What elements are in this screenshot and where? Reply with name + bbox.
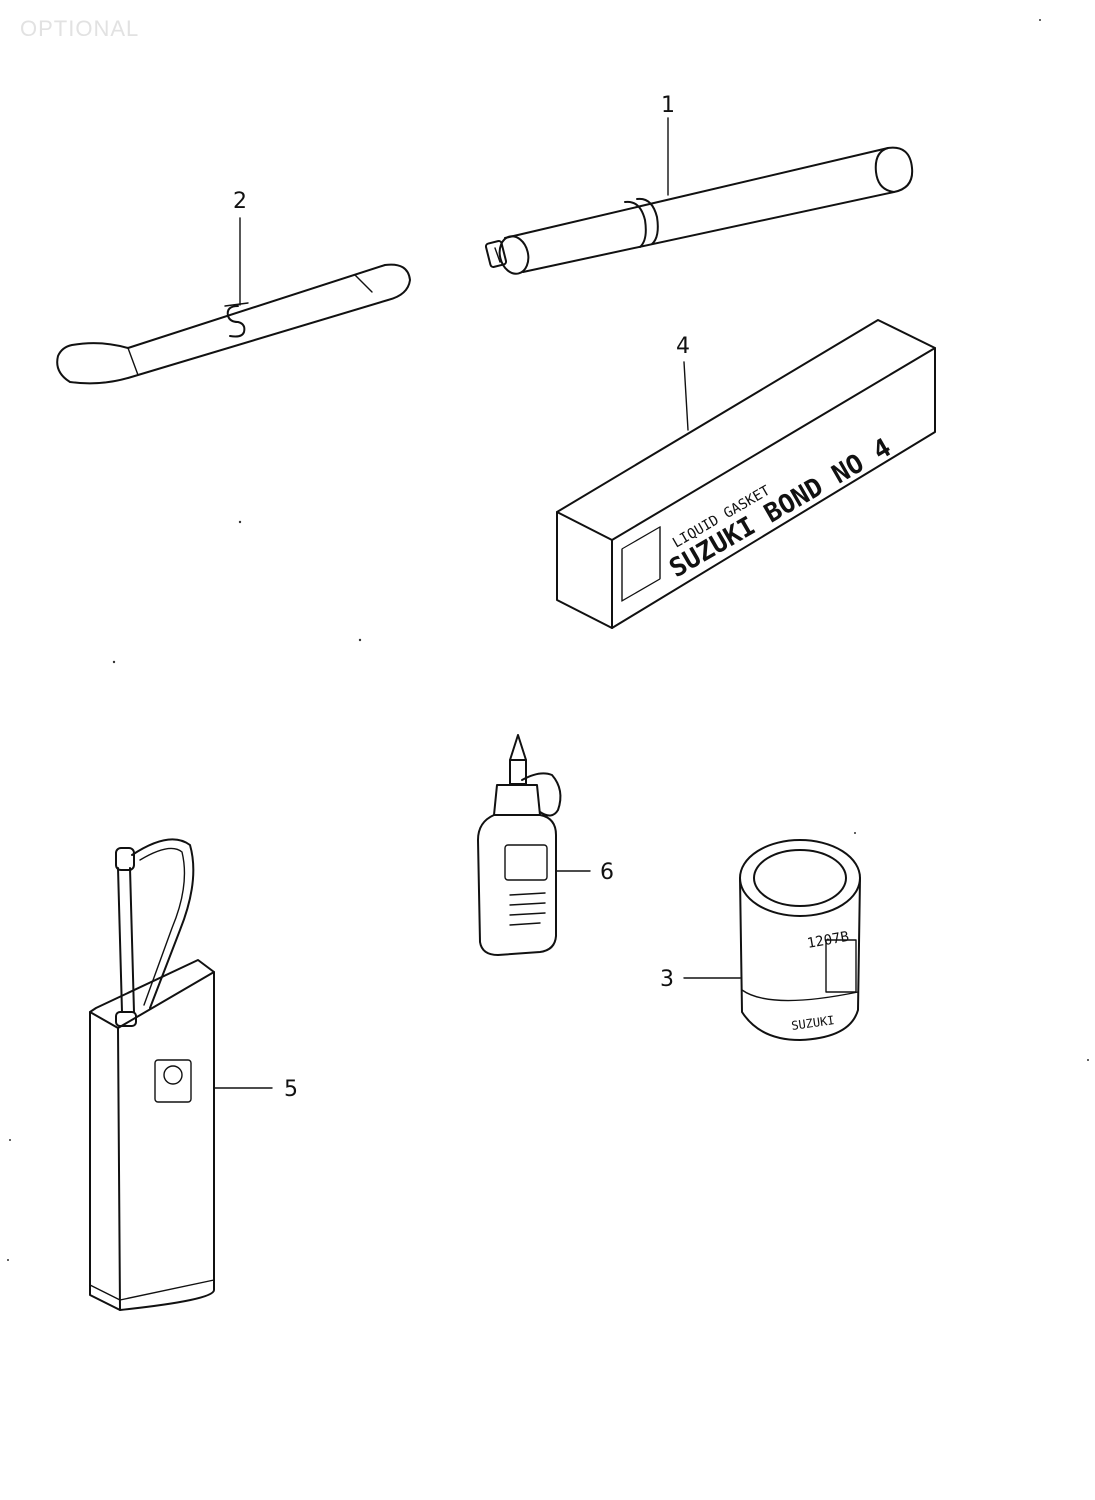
box-label-line2: SUZUKI BOND NO 4: [665, 433, 897, 584]
callout-1: 1: [661, 93, 675, 118]
spatula: [56, 263, 411, 385]
callout-2: 2: [233, 189, 247, 214]
callout-4: 4: [676, 334, 690, 359]
callout-6: 6: [600, 860, 614, 885]
can-brand: SUZUKI: [790, 1013, 835, 1033]
oil-bottle: [477, 734, 562, 956]
can-mark: 1207B: [806, 929, 850, 952]
callout-3: 3: [660, 967, 674, 992]
callout-5: 5: [284, 1077, 298, 1102]
leader-4: [683, 361, 689, 431]
bond-box: LIQUID GASKET SUZUKI BOND NO 4: [556, 319, 936, 629]
optional-header: OPTIONAL: [20, 16, 140, 41]
grease-tube: [484, 146, 914, 275]
oil-can: [89, 838, 215, 1311]
paint-can: 1207B SUZUKI: [739, 839, 861, 1041]
scan-specks: [7, 19, 1089, 1261]
